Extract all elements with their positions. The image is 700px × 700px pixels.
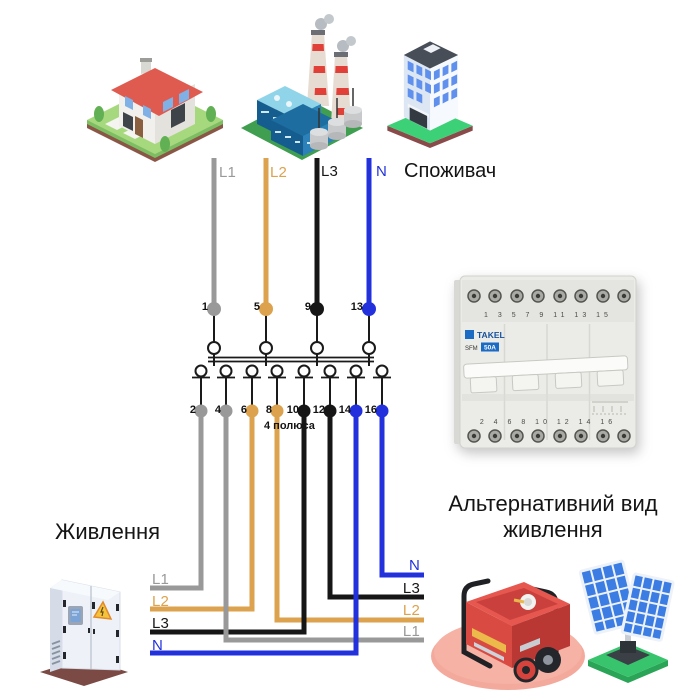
alt-phase-n: N bbox=[408, 557, 420, 574]
device-lever-bar bbox=[463, 355, 629, 394]
house-icon bbox=[87, 58, 223, 162]
factory-icon bbox=[241, 14, 363, 160]
poles-count-label: 4 полюса bbox=[264, 420, 315, 432]
terminal-dot-13 bbox=[362, 302, 376, 316]
terminal-number-1: 1 bbox=[201, 301, 208, 313]
solar-panels-icon bbox=[578, 559, 675, 683]
terminal-number-12: 12 bbox=[312, 404, 325, 416]
device-brand: TAKEL bbox=[477, 330, 505, 340]
wire-main-n bbox=[150, 411, 359, 656]
main-phase-n: N bbox=[152, 637, 164, 654]
terminal-dot-1 bbox=[207, 302, 221, 316]
wire-main-l1 bbox=[150, 411, 204, 591]
terminal-dot-16 bbox=[375, 404, 389, 418]
terminal-dot-9 bbox=[310, 302, 324, 316]
terminal-dot-5 bbox=[259, 302, 273, 316]
wire-alt-l3 bbox=[327, 411, 424, 600]
consumer-title: Споживач bbox=[404, 160, 497, 182]
wire-alt-l1 bbox=[223, 411, 424, 643]
alt-phase-l3: L3 bbox=[402, 580, 420, 597]
terminal-dot-2 bbox=[194, 404, 208, 418]
takel-logo-icon bbox=[465, 330, 474, 339]
terminal-number-9: 9 bbox=[304, 301, 311, 313]
main-phase-l2: L2 bbox=[152, 593, 170, 610]
power-cabinet-icon bbox=[40, 579, 128, 686]
terminal-dot-14 bbox=[349, 404, 363, 418]
device-top-terminal-numbers: 1 3 5 7 9 11 13 15 bbox=[484, 312, 612, 319]
pole-leads bbox=[213, 309, 370, 366]
alt-phase-l1: L1 bbox=[402, 623, 420, 640]
terminal-number-14: 14 bbox=[338, 404, 351, 416]
terminal-number-10: 10 bbox=[286, 404, 299, 416]
wire-alt-l2 bbox=[274, 411, 424, 623]
main-phase-l3: L3 bbox=[152, 615, 170, 632]
wire-main-l3 bbox=[150, 411, 307, 635]
terminal-dot-6 bbox=[245, 404, 259, 418]
terminal-number-8: 8 bbox=[265, 404, 272, 416]
consumer-wires bbox=[211, 158, 372, 306]
main-phase-l1: L1 bbox=[152, 571, 170, 588]
top-terminal-dots bbox=[207, 302, 376, 316]
device-schematic-marking bbox=[592, 401, 628, 415]
consumer-phase-l1: L1 bbox=[219, 164, 237, 181]
wire-alt-n bbox=[379, 411, 424, 578]
terminal-number-2: 2 bbox=[189, 404, 196, 416]
alt-supply-title-line1: Альтернативний вид bbox=[448, 491, 658, 516]
coupling-bar bbox=[208, 356, 374, 363]
terminal-dot-4 bbox=[219, 404, 233, 418]
terminal-number-16: 16 bbox=[364, 404, 377, 416]
consumer-phase-l3: L3 bbox=[321, 163, 339, 180]
office-building-icon bbox=[387, 41, 473, 149]
upper-contacts bbox=[207, 341, 376, 355]
consumer-phase-n: N bbox=[376, 163, 388, 180]
terminal-number-5: 5 bbox=[253, 301, 260, 313]
terminal-dot-8 bbox=[270, 404, 284, 418]
alt-supply-title: Альтернативний вид живлення bbox=[437, 491, 669, 543]
wire-main-l2 bbox=[150, 411, 255, 612]
alt-phase-l2: L2 bbox=[402, 602, 420, 619]
terminal-number-4: 4 bbox=[214, 404, 221, 416]
supply-wires bbox=[150, 411, 424, 656]
lower-contact-stems bbox=[200, 377, 383, 406]
device-label: TAKEL SFM 50A bbox=[465, 330, 505, 352]
terminal-number-6: 6 bbox=[240, 404, 247, 416]
generator-icon bbox=[431, 578, 585, 690]
changeover-switch-photo: 1 3 5 7 9 11 13 15 TAKEL SFM 50A 2 4 6 8… bbox=[454, 275, 637, 449]
terminal-dot-12 bbox=[323, 404, 337, 418]
lower-contacts bbox=[194, 364, 389, 378]
device-model: SFM bbox=[465, 346, 478, 352]
terminal-number-13: 13 bbox=[350, 301, 363, 313]
bottom-terminal-dots bbox=[194, 404, 389, 418]
consumer-phase-l2: L2 bbox=[270, 164, 288, 181]
alt-supply-title-line2: живлення bbox=[503, 517, 603, 542]
device-rating: 50A bbox=[484, 345, 496, 352]
main-supply-title: Живлення bbox=[55, 519, 161, 544]
terminal-dot-10 bbox=[297, 404, 311, 418]
device-bottom-terminal-numbers: 2 4 6 8 10 12 14 16 bbox=[480, 419, 616, 426]
